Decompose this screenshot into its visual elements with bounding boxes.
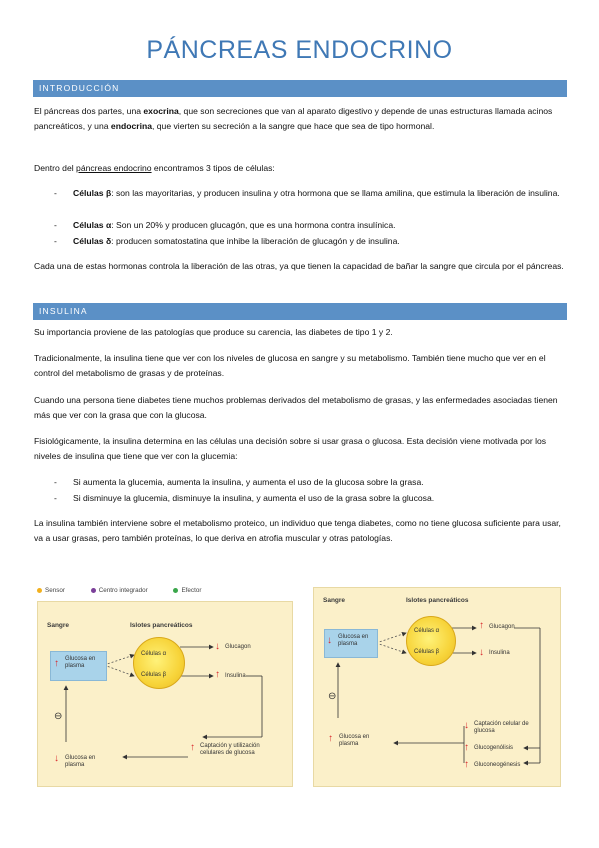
- legend-sensor: Sensor: [37, 587, 77, 594]
- arrow-down-icon: ↓: [215, 641, 220, 652]
- fig-text-insulina: Insulina: [489, 650, 510, 656]
- fig-label-sangre: Sangre: [47, 622, 70, 629]
- arrow-down-icon: ↓: [54, 753, 59, 764]
- text-run: El páncreas dos partes, una: [34, 106, 144, 116]
- fig-text-beta: Células β: [141, 672, 167, 678]
- figure-arrows: [63, 644, 263, 760]
- list-item: - Células α: Son un 20% y producen gluca…: [54, 218, 564, 233]
- arrow-up-icon: ↑: [54, 658, 59, 669]
- fig-text-gluconeogenesis: Gluconeogénesis: [474, 762, 521, 768]
- fig-text-glucosa-bottom: Glucosa en plasma: [339, 734, 370, 747]
- glucose-box: [50, 651, 107, 681]
- insulina-paragraph-4: Fisiológicamente, la insulina determina …: [34, 436, 547, 462]
- list-item: - Células δ: producen somatostatina que …: [54, 234, 564, 249]
- arrow-up-icon: ↑: [328, 733, 333, 744]
- list-dash: -: [54, 236, 57, 246]
- fig-label-sangre: Sangre: [323, 597, 346, 604]
- fig-text-captacion: Captación celular de glucosa: [474, 721, 529, 734]
- fig-text-insulina: Insulina: [225, 673, 246, 679]
- arrow-up-icon: ↑: [215, 669, 220, 680]
- insulina-paragraph-5: La insulina también interviene sobre el …: [34, 518, 561, 544]
- fig-label-islotes: Islotes pancreáticos: [130, 622, 193, 629]
- pancreatic-islet: [406, 616, 456, 666]
- list-item: - Si disminuye la glucemia, disminuye la…: [54, 491, 564, 506]
- fig-text-alfa: Células α: [414, 628, 440, 634]
- fig-label-islotes: Islotes pancreáticos: [406, 597, 469, 604]
- legend-integrador: Centro integrador: [90, 587, 160, 594]
- integrator-dot-icon: [90, 587, 96, 593]
- list-text: : son las mayoritarias, y producen insul…: [111, 188, 560, 198]
- minus-circle-icon: ⊖: [54, 711, 63, 722]
- legend-efector: Efector: [173, 587, 213, 594]
- underlined-term: páncreas endocrino: [76, 163, 152, 173]
- fig-text-alfa: Células α: [141, 651, 167, 657]
- list-term: Células β: [73, 188, 112, 198]
- legend-label: Sensor: [45, 587, 65, 594]
- fig-text-captacion: Captación y utilización celulares de glu…: [200, 743, 260, 756]
- arrow-up-icon: ↑: [190, 742, 195, 753]
- fig-text-glucogenolisis: Glucogenólisis: [474, 745, 514, 751]
- list-text: Si aumenta la glucemia, aumenta la insul…: [73, 477, 424, 487]
- text-run: Dentro del: [34, 163, 77, 173]
- list-term: Células α: [73, 220, 112, 230]
- intro-paragraph-2: Dentro del páncreas endocrino encontramo…: [34, 161, 564, 176]
- figure-insulin-feedback: Sangre Islotes pancreáticos ↑ Glucosa en…: [37, 601, 293, 787]
- fig-text-glucagon: Glucagon: [489, 624, 515, 630]
- insulina-paragraph-2: Tradicionalmente, la insulina tiene que …: [34, 353, 546, 379]
- section-header-insulina: INSULINA: [33, 303, 567, 320]
- list-item: - Células β: son las mayoritarias, y pro…: [54, 186, 564, 201]
- intro-paragraph-3: Cada una de estas hormonas controla la l…: [34, 261, 564, 271]
- sensor-dot-icon: [37, 587, 42, 593]
- page-title: PÁNCREAS ENDOCRINO: [146, 36, 453, 64]
- arrow-up-icon: ↑: [464, 742, 469, 753]
- text-run: , que son secreciones que van al aparato…: [34, 106, 553, 132]
- minus-circle-icon: ⊖: [328, 691, 337, 702]
- arrow-down-icon: ↓: [327, 635, 332, 646]
- text-run: , que vierten su secreción a la sangre q…: [152, 121, 435, 132]
- figure-arrows: [335, 625, 541, 766]
- bold-term-endocrina: endocrina: [110, 121, 152, 132]
- section-header-introduccion: INTRODUCCIÓN: [33, 80, 567, 97]
- insulina-paragraph-1: Su importancia proviene de las patología…: [34, 327, 393, 337]
- list-dash: -: [54, 477, 57, 487]
- figure-glucagon-feedback: Sangre Islotes pancreáticos ↓ Glucosa en…: [313, 587, 561, 787]
- effector-dot-icon: [173, 587, 179, 593]
- glucose-box: [324, 629, 378, 658]
- legend-label: Efector: [181, 587, 202, 594]
- intro-paragraph-1: El páncreas dos partes, una exocrina, qu…: [34, 104, 564, 135]
- fig-text-glucosa: Glucosa en plasma: [65, 656, 96, 669]
- arrow-up-icon: ↑: [479, 620, 484, 631]
- list-text: : Son un 20% y producen glucagón, que es…: [111, 220, 396, 230]
- list-dash: -: [54, 493, 57, 503]
- arrow-up-icon: ↑: [464, 759, 469, 770]
- fig-text-glucosa: Glucosa en plasma: [338, 634, 369, 647]
- bold-term-exocrina: exocrina: [143, 106, 179, 116]
- fig-text-glucagon: Glucagon: [225, 644, 251, 650]
- fig-text-beta: Células β: [414, 649, 440, 655]
- arrow-down-icon: ↓: [479, 647, 484, 658]
- fig-text-glucosa-bottom: Glucosa en plasma: [65, 755, 96, 768]
- legend-label: Centro integrador: [98, 587, 148, 594]
- list-text: : producen somatostatina que inhibe la l…: [111, 236, 400, 246]
- list-term: Células δ: [73, 236, 112, 246]
- text-run: encontramos 3 tipos de células:: [151, 163, 275, 173]
- list-dash: -: [54, 188, 57, 198]
- list-dash: -: [54, 220, 57, 230]
- insulina-paragraph-3: Cuando una persona tiene diabetes tiene …: [34, 395, 558, 421]
- arrow-down-icon: ↓: [464, 720, 469, 731]
- figure-legend: Sensor Centro integrador Efector: [37, 587, 225, 594]
- list-item: - Si aumenta la glucemia, aumenta la ins…: [54, 475, 564, 490]
- list-text: Si disminuye la glucemia, disminuye la i…: [73, 493, 435, 503]
- pancreatic-islet: [133, 637, 185, 689]
